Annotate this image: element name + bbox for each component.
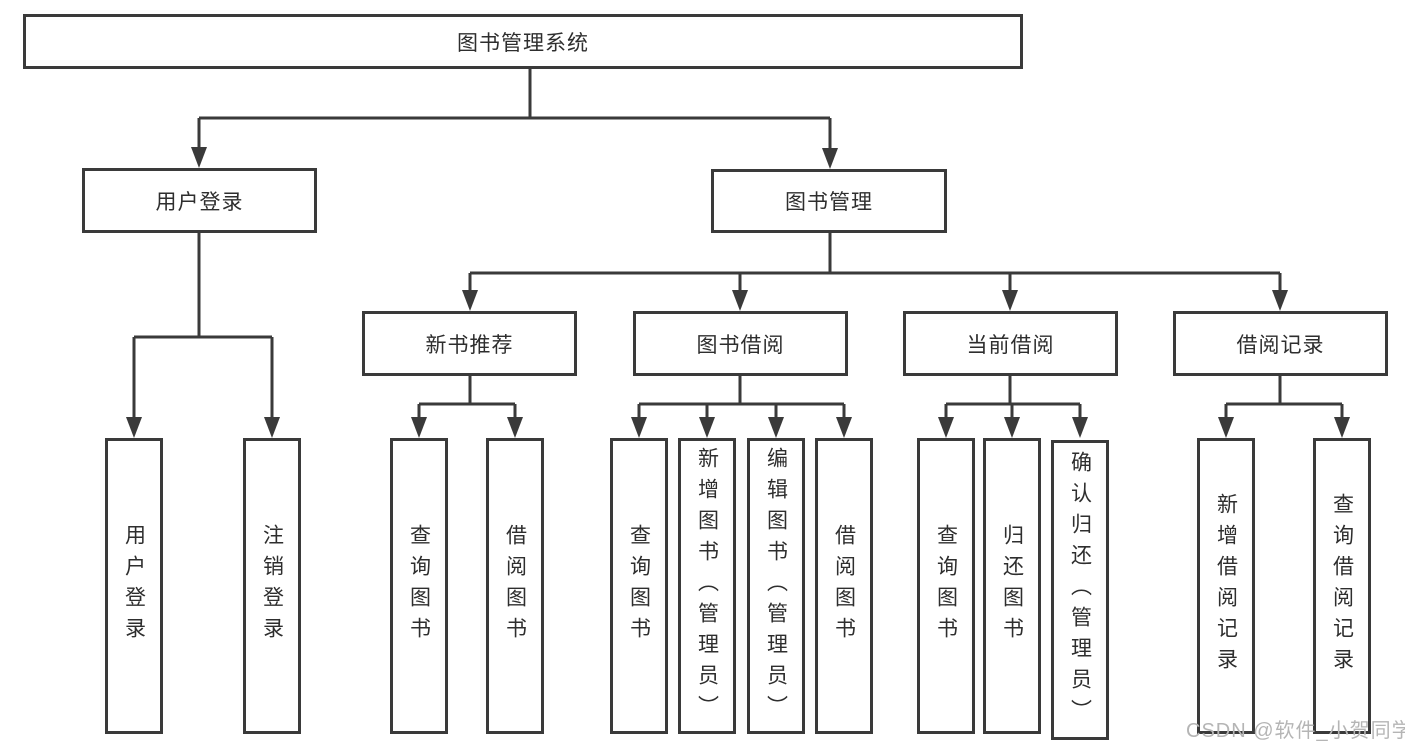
node-logout-action: 注销登录 [243,438,301,734]
node-label: 新增图书（管理员） [695,446,719,726]
node-label: 图书管理系统 [457,31,589,55]
node-label: 图书管理 [785,191,873,214]
node-label: 借阅图书 [503,524,527,648]
node-borrow-books: 借阅图书 [815,438,873,734]
node-book-management: 图书管理 [711,169,947,233]
connector-user-login-group [132,233,274,418]
node-label: 归还图书 [1000,524,1024,648]
node-user-login-action: 用户登录 [105,438,163,734]
node-label: 查询图书 [934,524,958,648]
arrowhead-icon [631,417,647,438]
arrowhead-icon [191,147,207,168]
node-label: 用户登录 [122,524,146,648]
node-library-management-system: 图书管理系统 [23,14,1023,69]
arrowhead-icon [1218,417,1234,438]
node-query-borrow-record: 查询借阅记录 [1313,438,1371,734]
arrowhead-icon [1004,417,1020,438]
node-add-books-admin: 新增图书（管理员） [678,438,736,734]
node-book-borrowing: 图书借阅 [633,311,848,376]
arrowhead-icon [462,290,478,311]
node-label: 注销登录 [260,524,284,648]
arrowhead-icon [1002,290,1018,311]
node-label: 借阅记录 [1236,333,1325,357]
connector-root-to-level1 [197,69,832,149]
arrowhead-icon [126,417,142,438]
node-borrow-books-recommend: 借阅图书 [486,438,544,734]
node-new-book-recommendation: 新书推荐 [362,311,577,376]
arrowhead-icon [1072,417,1088,438]
node-label: 借阅图书 [832,524,856,648]
arrowhead-icon [699,417,715,438]
arrowhead-icon [822,148,838,169]
arrowhead-icon [836,417,852,438]
node-confirm-return-admin: 确认归还（管理员） [1051,440,1109,740]
node-label: 查询图书 [407,524,431,648]
node-label: 查询图书 [627,524,651,648]
node-label: 确认归还（管理员） [1068,450,1092,730]
node-label: 用户登录 [155,190,244,214]
node-edit-books-admin: 编辑图书（管理员） [747,438,805,734]
arrowhead-icon [938,417,954,438]
node-label: 新增借阅记录 [1214,493,1238,679]
node-borrowing-records: 借阅记录 [1173,311,1388,376]
node-label: 查询借阅记录 [1330,493,1354,679]
node-return-books: 归还图书 [983,438,1041,734]
node-label: 图书借阅 [696,333,785,357]
arrowhead-icon [411,417,427,438]
arrowheads [126,147,1350,438]
connector-new-book-group [417,376,517,418]
node-query-books-recommend: 查询图书 [390,438,448,734]
node-add-borrow-record: 新增借阅记录 [1197,438,1255,734]
node-query-books-borrow: 查询图书 [610,438,668,734]
arrowhead-icon [1272,290,1288,311]
arrowhead-icon [507,417,523,438]
arrowhead-icon [264,417,280,438]
node-query-books-current: 查询图书 [917,438,975,734]
node-user-login: 用户登录 [82,168,317,233]
arrowhead-icon [768,417,784,438]
node-label: 当前借阅 [966,333,1055,357]
csdn-watermark: CSDN @软件_小贺同学 [1186,720,1405,742]
connector-current-borrow-group [944,376,1082,418]
arrowhead-icon [732,290,748,311]
node-label: 编辑图书（管理员） [764,446,788,726]
node-label: 新书推荐 [425,333,514,357]
connector-book-borrow-group [637,376,846,418]
connector-book-management-group [468,233,1282,292]
node-current-borrowing: 当前借阅 [903,311,1118,376]
arrowhead-icon [1334,417,1350,438]
connector-borrow-record-group [1224,376,1344,418]
